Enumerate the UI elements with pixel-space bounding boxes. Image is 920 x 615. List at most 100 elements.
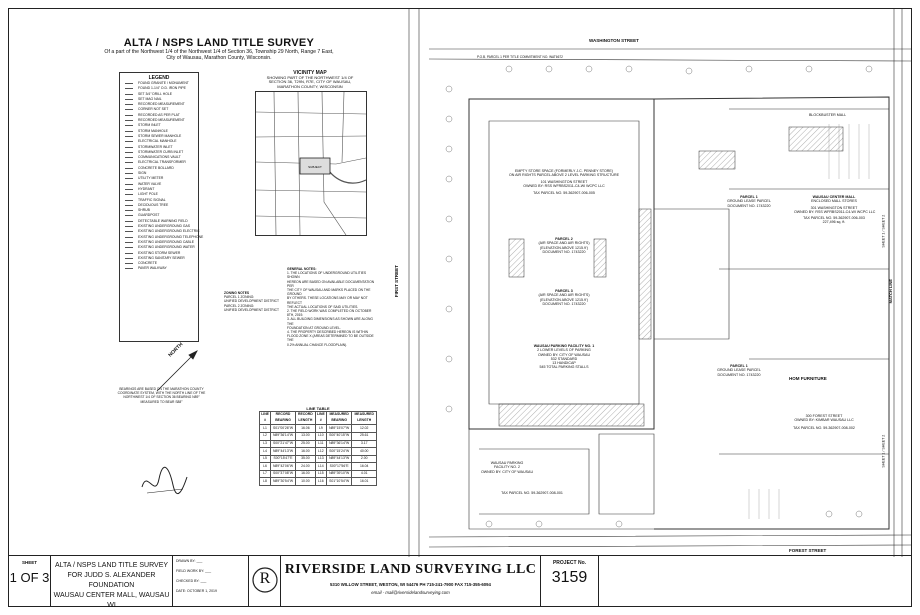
legend-item: ELECTRICAL MANHOLE [120,139,198,144]
tax-parcel-label: TAX PARCEL NO. 59-362907-006-005 [533,191,595,196]
line-table-cell: L15 [314,469,327,479]
legend-item: DETECTABLE WARNING FIELD [120,219,198,224]
mall-title: WAUSAU CENTER MALL [812,195,856,199]
survey-header: ALTA / NSPS LAND TITLE SURVEY Of a part … [89,37,349,62]
legend-item: GUARDPOST [120,213,198,218]
parcel-label-line: DOCUMENT NO. 1743220 [542,249,586,254]
legend-item: TRAFFIC SIGNAL [120,198,198,203]
line-table-cell: 4.01 [351,469,377,479]
legend-item: CONCRETE BOLLARD [120,166,198,171]
line-table-header-cell: LINE # [258,410,272,426]
line-table-cell: 12.02 [351,424,377,433]
legend-item: STORMWATER INLET [120,145,198,150]
first-street-label: FIRST STREET [393,265,399,298]
survey-linework [408,9,912,557]
legend-item: RECORDED AS PER PLAT [120,113,198,118]
line-table-cell: 35.00 [294,454,316,464]
legend-item: EXISTING UNDERGROUND GAS [120,224,198,229]
parcel-2-title: PARCEL 2 [555,237,573,241]
line-table-cell: 2.00 [351,454,377,464]
legend-item: SHRUB [120,208,198,213]
line-table-cell: N89°36'14"W [270,431,296,441]
line-table-cell: S00°17'56"E [325,462,353,471]
general-note-line: 3. ALL BUILDING DIMENSIONS AS SHOWN ARE … [287,317,373,326]
legend-item: EXISTING UNDERGROUND CABLE [120,240,198,245]
ramp-line: 2 LOWER LEVELS OF PARKING [537,348,591,353]
line-table-cell: L4 [258,447,272,456]
parcel-3-title: PARCEL 3 [555,289,573,293]
general-notes-title: GENERAL NOTES: [287,267,317,271]
north-arrow: NORTH [149,339,209,399]
line-table-cell: 16.04 [351,462,377,471]
general-note-line: 2. THE FIELD WORK WAS COMPLETED ON OCTOB… [287,309,372,318]
legend-item: STORM MANHOLE [120,129,198,134]
line-table-header-cell: MEASURED BEARING [325,410,353,426]
vicinity-caption: VICINITY MAP SHOWING PART OF THE NORTHWE… [255,71,365,89]
legend-item: HYDRANT [120,187,198,192]
legend-item: ELECTRICAL TRANSFORMER [120,160,198,165]
line-table-cell: L2 [258,431,272,441]
parcel-label-line: (ELEVATION ABOVE 1215.9') [540,245,588,250]
line-table-cell: S00°40'15"W [325,431,353,441]
line-table-cell: 25.00 [294,439,316,449]
sheet-number: 1 OF 3 [9,570,50,585]
line-table-header-cell: RECORD BEARING [270,410,296,426]
project-title-line: ALTA / NSPS LAND TITLE SURVEY [54,562,169,569]
line-table-cell: 16.00 [294,447,316,456]
company-address: 5310 WILLOW STREET, WESTON, WI 54476 PH … [330,582,491,587]
legend-item: SET MAG NAIL [120,97,198,102]
general-note-line: FLOOD ZONE X (AREAS DETERMINED TO BE OUT… [287,334,374,343]
tax-parcel-c: TAX PARCEL NO. 59-362907-006-003 [803,216,865,221]
line-table-cell: L10 [314,431,327,441]
pob-label: P.O.B. PARCEL 1 PER TITLE COMMITMENT NO.… [477,55,563,59]
legend-item: RECORDED MEASUREMENT [120,118,198,123]
project-title-line: FOR JUDD S. ALEXANDER FOUNDATION [67,572,156,589]
line-table-cell: L3 [258,439,272,449]
forest-street-label: FOREST STREET [789,548,827,553]
drawing-info-cell: DRAWN BY: ___ FIELD WORK BY: ___ CHECKED… [173,556,249,606]
mall-address: 301 WASHINGTON STREET [810,205,858,210]
line-table-cell: 24.00 [294,462,316,471]
parcel-address: 101 WASHINGTON STREET [540,179,588,184]
garage-line: FACILITY NO. 2 [494,465,520,470]
sheet-ref-bottom: SHEET 1 / SHEET 2 [881,434,886,468]
line-table-cell: N89°42'06"W [270,462,296,471]
legend-item: STORM INLET [120,123,198,128]
mall-label: WAUSAU CENTER MALL ENCLOSED MALL STORES … [794,195,875,225]
line-table-header-cell: MEASURED LENGTH [351,410,377,426]
project-title-line: WAUSAU CENTER MALL, WAUSAU WI [53,592,170,609]
general-notes-list: 1. THE LOCATIONS OF UNDERGROUND UTILITIE… [287,271,379,347]
ramp-line: 545 TOTAL PARKING STALLS [539,365,589,370]
line-table-cell: 25.61 [351,431,377,441]
zoning-line: UNIFIED DEVELOPMENT DISTRICT [224,299,280,304]
parcel-title: PARCEL 1 [730,364,748,368]
forest-address-label: 300 FOREST STREET OWNED BY: KIMBAR WAUSA… [779,414,869,430]
legend-item: FOUND GRANITE / MONUMENT [120,81,198,86]
legend-item: EXISTING STORM SEWER [120,251,198,256]
hom-furniture-label: HOM FURNITURE [789,376,827,381]
general-note-line: 4. THE PROPERTY DESCRIBED HEREON IS WITH… [287,330,368,335]
parcel-3-label: PARCEL 3 (AIR SPACE AND AIR RIGHTS) (ELE… [519,289,609,306]
legend-item: DECIDUOUS TREE [120,203,198,208]
legend-item: CONCRETE [120,261,198,266]
title-block: SHEET 1 OF 3 ALTA / NSPS LAND TITLE SURV… [9,555,911,609]
legend-item: COMMUNICATIONS VAULT [120,155,198,160]
line-table-cell: L13 [314,454,327,464]
bearings-line: MEASURED TO BEAR S88° [140,399,183,404]
line-table-cell: N89°15'07"W [325,424,353,433]
garage-2-label: WAUSAU PARKING FACILITY NO. 2 OWNED BY: … [477,461,537,474]
line-table-cell: S01°00'26"W [270,424,296,433]
line-table-cell: 10.00 [294,477,316,486]
zoning-title: ZONING NOTES [224,291,250,295]
line-table-cell: 16.01 [351,477,377,486]
legend-title: LEGEND [148,75,170,81]
line-table-cell: S00°21'47"W [270,439,296,449]
vicinity-line: SECTION 36, T29N, R7E, CITY OF WAUSAU, [268,79,352,85]
